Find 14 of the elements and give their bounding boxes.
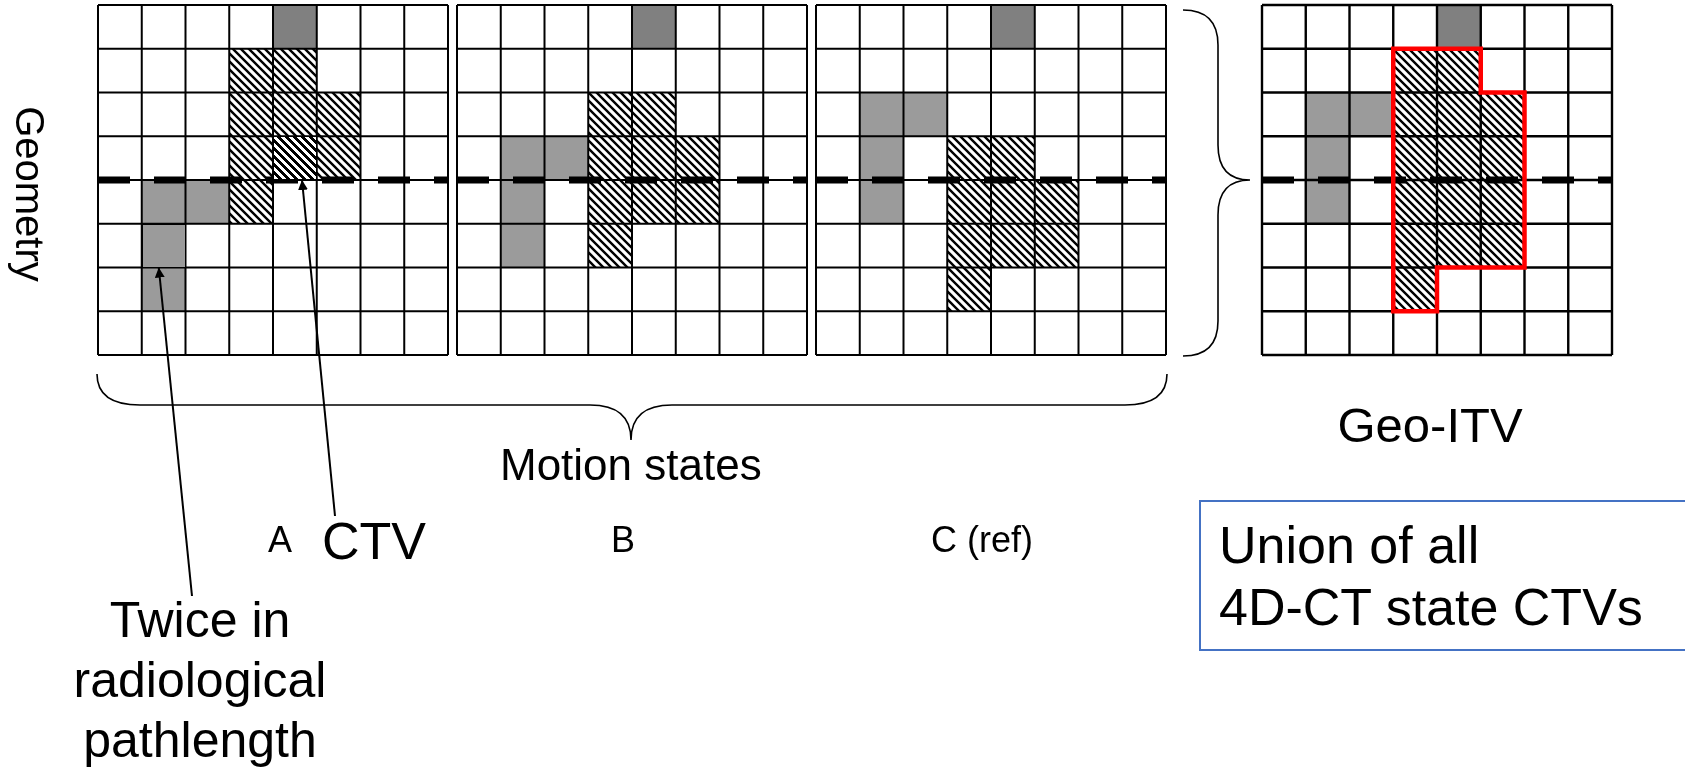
callout-label: Twice in radiological pathlength: [44, 590, 356, 770]
shaded-voxel: [141, 223, 186, 268]
axis-label: Geometry: [6, 106, 53, 282]
leader-line: [154, 266, 193, 597]
note-text: Union of all 4D-CT state CTVs: [1219, 515, 1644, 639]
caption-label: Geo-ITV: [1337, 397, 1523, 454]
state-label: B: [611, 518, 635, 560]
callout-label: CTV: [322, 510, 426, 573]
leader-line: [298, 179, 336, 517]
hatched-voxel: [273, 136, 317, 180]
note-box: [1199, 500, 1685, 651]
state-label: C (ref): [931, 518, 1033, 560]
caption-label: Motion states: [500, 439, 762, 491]
state-label: A: [268, 518, 292, 560]
